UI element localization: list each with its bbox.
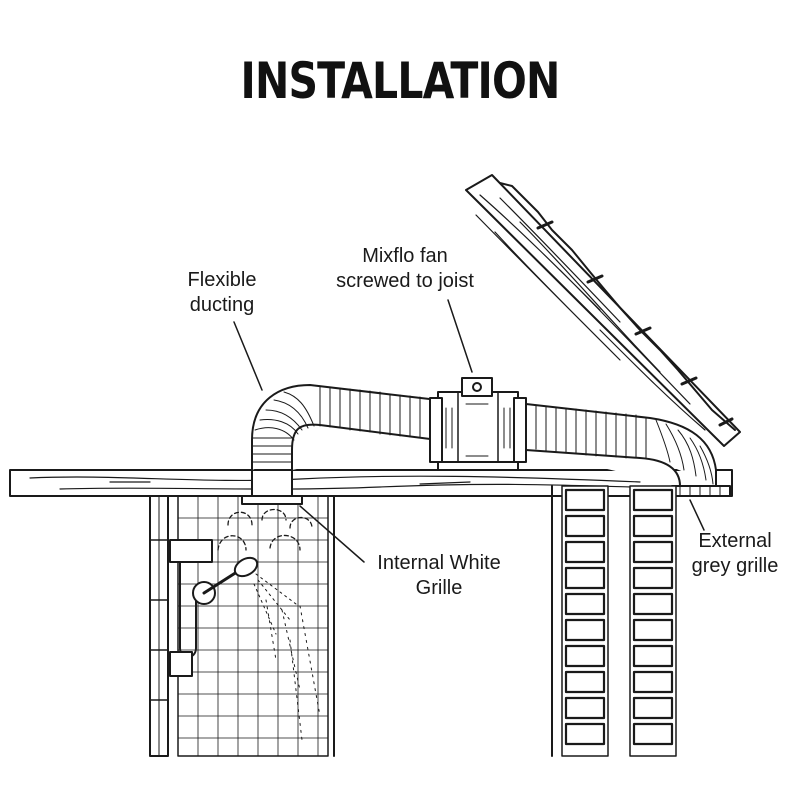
leader-flexible-ducting — [233, 321, 263, 391]
diagram-title: INSTALLATION — [240, 52, 561, 110]
mixflo-fan — [429, 377, 527, 471]
flexible-duct-left — [251, 384, 439, 471]
shower-unit — [169, 539, 321, 741]
label-external-grille: External grey grille — [691, 530, 779, 577]
flexible-duct-right — [525, 403, 717, 487]
internal-grille — [241, 469, 303, 505]
leader-lines — [233, 299, 705, 563]
leader-internal-grille — [299, 505, 365, 563]
label-internal-grille: Internal White Grille — [377, 552, 501, 599]
external-grille — [671, 485, 731, 497]
label-mixflo-fan: Mixflo fan screwed to joist — [336, 245, 474, 292]
leader-mixflo-fan — [447, 299, 473, 373]
roof-rafter — [465, 174, 741, 447]
roof-tiles — [499, 182, 736, 431]
brick-wall — [551, 485, 677, 757]
ceiling-joist — [9, 469, 733, 497]
leader-external-grille — [689, 499, 705, 531]
steam-lines — [217, 508, 313, 551]
label-flexible-ducting: Flexible ducting — [187, 269, 257, 316]
bathroom-wall — [149, 495, 335, 757]
